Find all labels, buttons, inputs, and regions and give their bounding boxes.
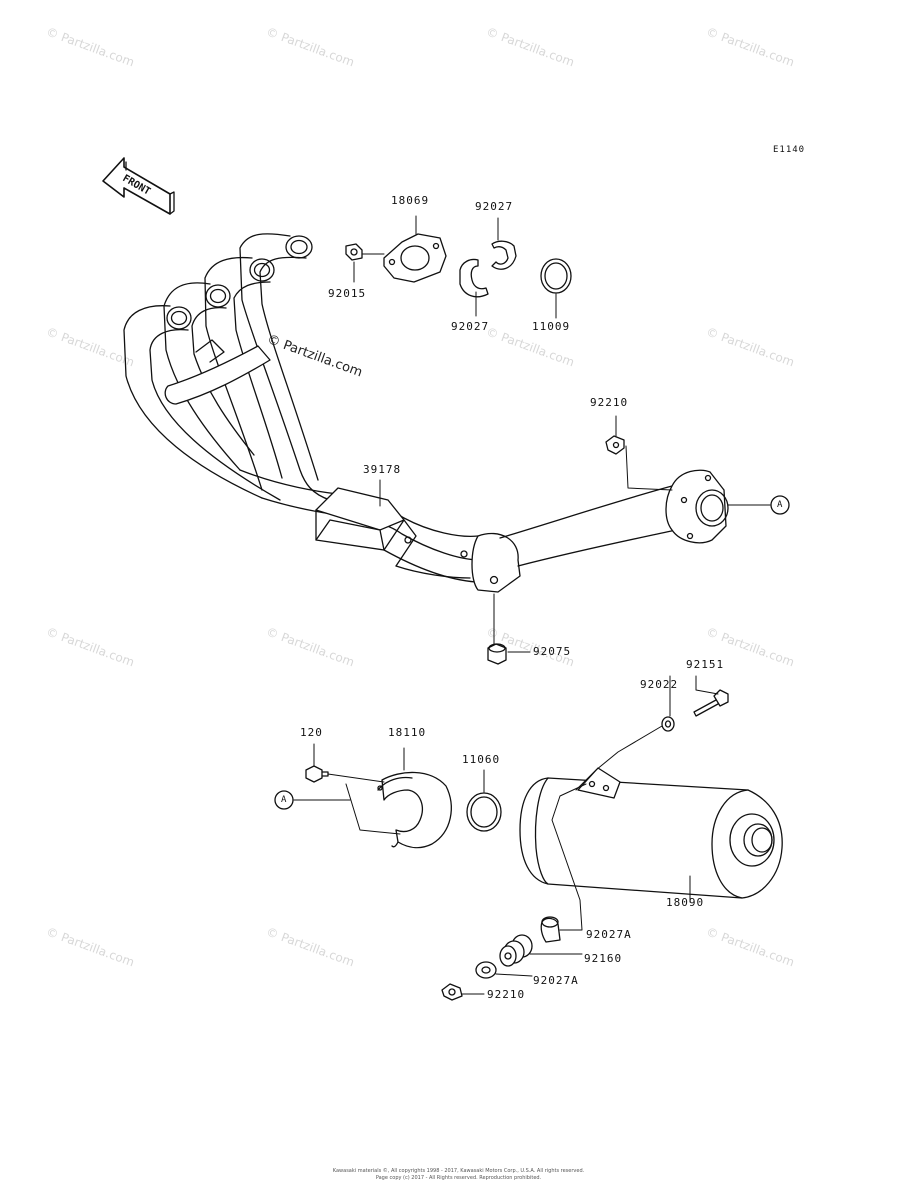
part-label-92075[interactable]: 92075: [533, 645, 572, 658]
collar-92027A-lower: [475, 961, 497, 979]
gasket-11060: [466, 792, 502, 832]
diagram-code: E1140: [773, 145, 806, 155]
part-label-92027-bottom[interactable]: 92027: [451, 320, 490, 333]
gasket-11009: [540, 258, 572, 294]
half-ring-92027-bottom: [459, 258, 489, 298]
footer-copyright-line-1: Kawasaki materials ©, All copyrights 199…: [332, 1168, 585, 1174]
exhaust-header-pipes: [123, 233, 331, 501]
part-label-39178[interactable]: 39178: [363, 463, 402, 476]
flange-18069: [383, 233, 447, 283]
part-label-11009[interactable]: 11009: [532, 320, 571, 333]
half-ring-92027-top: [491, 240, 517, 270]
muffler-18090: [519, 767, 783, 899]
nut-92210-upper: [605, 435, 625, 455]
part-label-92151[interactable]: 92151: [686, 658, 725, 671]
guard-18110: [377, 771, 452, 849]
washer-92022: [661, 716, 675, 732]
leader-lines: [293, 215, 771, 995]
part-label-18090[interactable]: 18090: [666, 896, 705, 909]
exhaust-collector: [239, 469, 729, 593]
part-label-92160[interactable]: 92160: [584, 952, 623, 965]
grommet-92160: [499, 934, 533, 967]
part-label-18069[interactable]: 18069: [391, 194, 430, 207]
nut-92015: [345, 243, 385, 261]
part-label-11060[interactable]: 11060: [462, 753, 501, 766]
footer-copyright-line-2: Page copy (c) 2017 - All Rights reserved…: [375, 1175, 542, 1181]
damper-92075: [487, 643, 507, 665]
part-label-92210-lower[interactable]: 92210: [487, 988, 526, 1001]
ref-marker-a-upper: A: [777, 500, 783, 510]
bolt-92151: [693, 689, 729, 717]
part-label-92015[interactable]: 92015: [328, 287, 367, 300]
bolt-120: [305, 765, 329, 783]
part-label-92022[interactable]: 92022: [640, 678, 679, 691]
front-arrow-icon: FRONT: [102, 157, 175, 215]
ref-marker-a-lower: A: [281, 795, 287, 805]
collar-92027A-upper: [540, 916, 561, 943]
part-label-120[interactable]: 120: [300, 726, 323, 739]
part-label-92027A-upper[interactable]: 92027A: [586, 928, 632, 941]
part-label-18110[interactable]: 18110: [388, 726, 427, 739]
part-label-92210-upper[interactable]: 92210: [590, 396, 629, 409]
part-label-92027A-lower[interactable]: 92027A: [533, 974, 579, 987]
nut-92210-lower: [441, 983, 463, 1001]
part-label-92027-top[interactable]: 92027: [475, 200, 514, 213]
